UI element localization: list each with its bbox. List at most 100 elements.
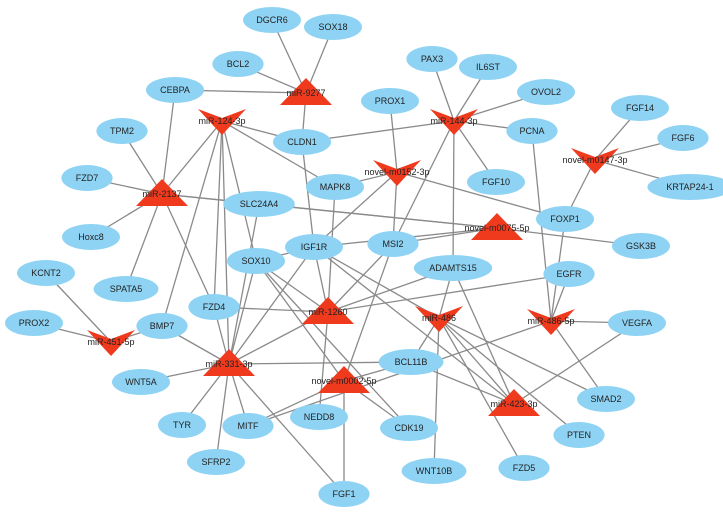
node-egfr: EGFR [543, 261, 595, 287]
node-label: FZD7 [76, 173, 99, 183]
node-label: PAX3 [421, 54, 443, 64]
gene-ellipse [647, 174, 723, 200]
node-mir-451-5p: miR-451-5p [87, 330, 135, 356]
edge-mir-423-3p-igf1r [313, 246, 515, 405]
gene-ellipse [158, 412, 206, 438]
node-novel-m0002-5p: novel-m0002-5p [311, 366, 377, 393]
node-mitf: MITF [222, 413, 274, 439]
edge-mir-331-3p-slc24a4 [228, 203, 260, 365]
node-label: CDK19 [394, 423, 423, 433]
gene-ellipse [62, 224, 120, 250]
node-novel-m0147-3p: novel-m0147-3p [562, 148, 628, 174]
gene-ellipse [367, 231, 419, 257]
node-label: MITF [238, 421, 259, 431]
node-label: miR-451-5p [87, 337, 134, 347]
gene-ellipse [285, 234, 343, 260]
edge-mir-124-3p-mir-331-3p [221, 120, 230, 365]
node-label: miR-9277 [286, 88, 325, 98]
node-label: CLDN1 [287, 137, 317, 147]
node-cldn1: CLDN1 [273, 129, 331, 155]
node-label: miR-124-3p [198, 116, 245, 126]
node-mir-331-3p: miR-331-3p [203, 349, 255, 376]
node-krtap24-1: KRTAP24-1 [647, 174, 723, 200]
node-hoxc8: Hoxc8 [62, 224, 120, 250]
edge-mir-331-3p-sfrp2 [215, 363, 230, 463]
gene-ellipse [5, 310, 63, 336]
node-msi2: MSI2 [367, 231, 419, 257]
node-label: KCNT2 [31, 268, 61, 278]
node-mir-486-5p: miR-486-5p [527, 309, 575, 335]
node-label: PROX1 [375, 96, 406, 106]
node-label: FGF10 [482, 177, 510, 187]
gene-ellipse [290, 404, 348, 430]
node-mir-1260: miR-1260 [302, 297, 354, 324]
node-label: BCL11B [395, 357, 428, 367]
edge-mir-124-3p-bmp7 [161, 120, 223, 327]
gene-ellipse [553, 422, 605, 448]
gene-ellipse [188, 294, 240, 320]
node-pten: PTEN [553, 422, 605, 448]
node-mir-486: miR-486 [415, 306, 463, 332]
node-mir-2137: miR-2137 [136, 179, 188, 206]
gene-ellipse [498, 455, 550, 481]
node-label: FGF6 [671, 133, 694, 143]
node-label: FZD5 [513, 463, 536, 473]
gene-ellipse [467, 169, 525, 195]
mirna-triangle [430, 109, 478, 135]
node-label: ADAMTS15 [429, 263, 477, 273]
gene-ellipse [361, 88, 419, 114]
edge-mir-423-3p-vegfa [513, 322, 638, 405]
edge-mir-1260-nedd8 [318, 311, 329, 418]
node-slc24a4: SLC24A4 [223, 191, 295, 217]
node-bcl2: BCL2 [212, 51, 264, 77]
node-label: SOX10 [241, 256, 270, 266]
mirna-triangle [488, 389, 540, 416]
mirna-triangle [471, 213, 523, 240]
node-novel-m0152-3p: novel-m0152-3p [364, 160, 430, 186]
gene-ellipse [61, 165, 113, 191]
node-label: BCL2 [227, 59, 250, 69]
node-label: PROX2 [19, 318, 50, 328]
node-gsk3b: GSK3B [612, 233, 670, 259]
node-cebpa: CEBPA [146, 77, 204, 103]
gene-ellipse [112, 369, 170, 395]
node-fgf14: FGF14 [611, 95, 669, 121]
node-label: KRTAP24-1 [666, 182, 713, 192]
mirna-triangle [318, 366, 370, 393]
gene-ellipse [96, 118, 148, 144]
edge-mir-331-3p-fgf1 [228, 363, 345, 495]
edge-novel-m0152-3p-foxp1 [396, 171, 566, 220]
node-dgcr6: DGCR6 [243, 7, 301, 33]
node-label: CEBPA [160, 85, 190, 95]
node-sox10: SOX10 [227, 248, 285, 274]
node-label: BMP7 [150, 321, 175, 331]
gene-ellipse [304, 14, 362, 40]
gene-ellipse [413, 255, 493, 281]
node-ovol2: OVOL2 [517, 79, 575, 105]
node-label: FOXP1 [550, 214, 580, 224]
edge-novel-m0002-5p-msi2 [343, 243, 394, 382]
node-igf1r: IGF1R [285, 234, 343, 260]
edge-mir-486-pten [438, 317, 580, 436]
edge-mir-486-fzd5 [438, 317, 525, 469]
gene-ellipse [657, 125, 709, 151]
node-adamts15: ADAMTS15 [413, 255, 493, 281]
edge-mir-124-3p-mapk8 [221, 120, 336, 188]
node-label: FZD4 [203, 302, 226, 312]
gene-ellipse [243, 7, 301, 33]
node-fzd5: FZD5 [498, 455, 550, 481]
node-label: NEDD8 [304, 412, 335, 422]
node-label: miR-144-3p [430, 116, 477, 126]
gene-ellipse [577, 386, 635, 412]
mirna-triangle [527, 309, 575, 335]
node-label: SPATA5 [110, 284, 143, 294]
node-label: MSI2 [382, 239, 403, 249]
mirna-triangle [203, 349, 255, 376]
gene-ellipse [543, 261, 595, 287]
node-wnt10b: WNT10B [401, 458, 467, 484]
node-label: miR-486-5p [527, 316, 574, 326]
node-label: WNT10B [416, 466, 453, 476]
node-il6st: IL6ST [459, 54, 517, 80]
gene-ellipse [136, 313, 188, 339]
edge-mir-486-igf1r [313, 246, 440, 319]
